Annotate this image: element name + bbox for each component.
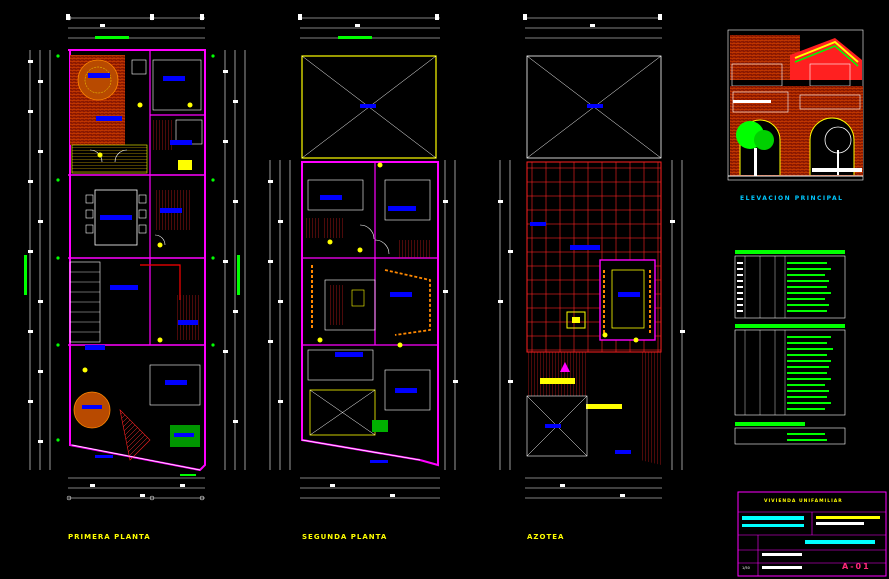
label-segunda-planta: SEGUNDA PLANTA [302, 533, 388, 541]
elevacion-principal [727, 29, 864, 181]
sheet-number: A-01 [842, 562, 871, 571]
title-block [737, 491, 887, 577]
label-azotea: AZOTEA [527, 533, 565, 541]
primera-planta-plan [24, 14, 246, 501]
cuadro-vanos-1 [734, 250, 846, 319]
title-block-scale: 1/50 [742, 566, 750, 570]
label-elevacion-principal: ELEVACION PRINCIPAL [740, 195, 844, 202]
cuadro-vanos-2 [734, 324, 846, 416]
title-block-project: VIVIENDA UNIFAMILIAR [764, 499, 843, 504]
azotea-plan [498, 14, 685, 499]
label-primera-planta: PRIMERA PLANTA [68, 533, 151, 541]
segunda-planta-plan [268, 14, 458, 499]
cuadro-vanos-3 [734, 422, 846, 445]
